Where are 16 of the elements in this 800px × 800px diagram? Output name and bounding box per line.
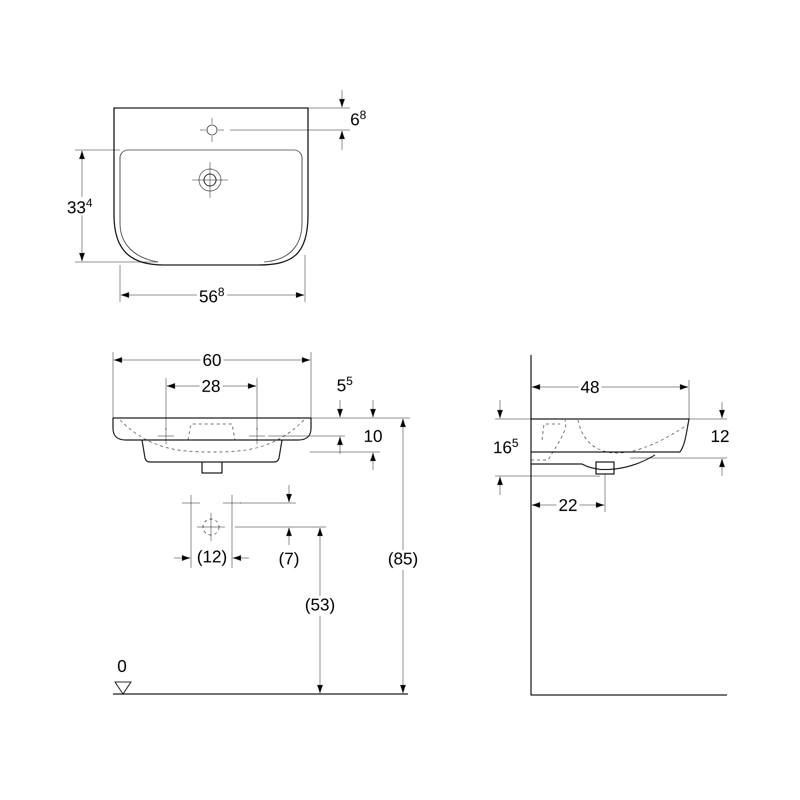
dimension-label: (85)	[386, 550, 420, 570]
dimension-label: 12	[712, 430, 729, 442]
dimension-label: 48	[578, 378, 602, 396]
dimension-label: (53)	[302, 596, 338, 616]
dimension-label: (12)	[198, 550, 226, 566]
dimension-label: 33$^{4}$	[65, 196, 96, 216]
dimension-label: 0	[118, 660, 126, 672]
dimension-label: 60	[200, 352, 224, 368]
dimension-label: 10	[364, 430, 382, 442]
dimension-label: 28	[200, 378, 222, 394]
dimension-label: 56$^{8}$	[197, 286, 228, 304]
dimension-label: 5$^{5}$	[337, 376, 352, 392]
dimension-label: 6$^{8}$	[351, 110, 366, 126]
dimension-label: 22	[556, 497, 580, 513]
dimension-label: 16$^{5}$	[494, 438, 518, 454]
dimension-label: (7)	[280, 552, 298, 568]
